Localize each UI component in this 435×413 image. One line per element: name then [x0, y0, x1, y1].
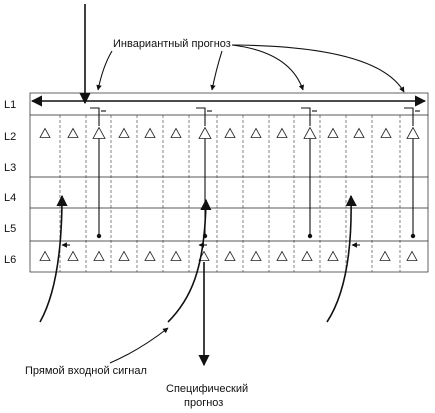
- neuron-triangle: [353, 127, 365, 138]
- invariant-pointer-arrow: [231, 44, 405, 93]
- axon-terminal: [307, 233, 313, 239]
- neuron-triangle: [170, 127, 182, 138]
- neuron-triangle: [250, 127, 262, 138]
- direct-input-label-pointer: [109, 327, 169, 364]
- neuron-triangle: [276, 127, 288, 138]
- pyramidal-soma: [198, 126, 212, 139]
- neuron-triangle: [301, 250, 313, 261]
- axon-terminal: [410, 233, 416, 239]
- layer-label-l6: L6: [4, 254, 16, 266]
- cortex-outline: [29, 92, 429, 273]
- neuron-triangle: [144, 250, 156, 261]
- layer-grid: [29, 92, 429, 273]
- neuron-triangle: [39, 127, 51, 138]
- layer-labels: L1 L2 L3 L4 L5 L6: [4, 99, 16, 266]
- neuron-triangle: [380, 127, 392, 138]
- neuron-triangle: [327, 250, 339, 261]
- neuron-triangle: [379, 250, 391, 261]
- pyramidal-soma: [406, 126, 420, 139]
- layer-label-l5: L5: [4, 223, 16, 235]
- axon-terminal: [96, 233, 102, 239]
- neuron-triangle: [276, 250, 288, 261]
- apical-dendrite: [404, 107, 414, 126]
- neuron-triangle: [224, 250, 236, 261]
- neuron-triangle: [118, 127, 130, 138]
- neuron-triangle: [224, 127, 236, 138]
- layer-label-l2: L2: [4, 131, 16, 143]
- invariant-pointer-arrow: [210, 50, 223, 91]
- neuron-triangle: [406, 250, 418, 261]
- specific-prediction-label-2: прогноз: [184, 397, 223, 409]
- apical-dendrite: [90, 107, 100, 126]
- invariant-pointer-arrow: [96, 50, 113, 91]
- pyramidal-soma: [303, 126, 317, 139]
- direct-input-label: Прямой входной сигнал: [25, 365, 147, 377]
- layer-label-l3: L3: [4, 162, 16, 174]
- invariant-pointer-arrow: [231, 44, 304, 91]
- direct-input-arrow: [326, 194, 357, 323]
- neuron-triangle: [327, 127, 339, 138]
- invariant-pointers: [96, 44, 405, 93]
- neuron-triangle: [144, 127, 156, 138]
- layer-label-l1: L1: [4, 99, 16, 111]
- layer-label-l4: L4: [4, 192, 16, 204]
- neuron-triangles: [39, 127, 418, 261]
- neuron-triangle: [67, 127, 79, 138]
- neuron-triangle: [39, 250, 51, 261]
- pyramidal-neurons: [61, 107, 420, 248]
- neuron-triangle: [118, 250, 130, 261]
- direct-input-arrow: [39, 194, 68, 323]
- neuron-triangle: [93, 250, 105, 261]
- apical-dendrite: [196, 107, 206, 126]
- pyramidal-soma: [92, 126, 106, 139]
- neuron-triangle: [67, 250, 79, 261]
- neuron-triangle: [250, 250, 262, 261]
- invariant-prediction-label: Инвариантный прогноз: [113, 38, 231, 50]
- neuron-triangle: [170, 250, 182, 261]
- direct-input-arrows: [39, 194, 357, 323]
- specific-prediction-label-1: Специфический: [166, 383, 248, 395]
- apical-dendrite: [301, 107, 311, 126]
- direct-input-arrow: [167, 198, 212, 323]
